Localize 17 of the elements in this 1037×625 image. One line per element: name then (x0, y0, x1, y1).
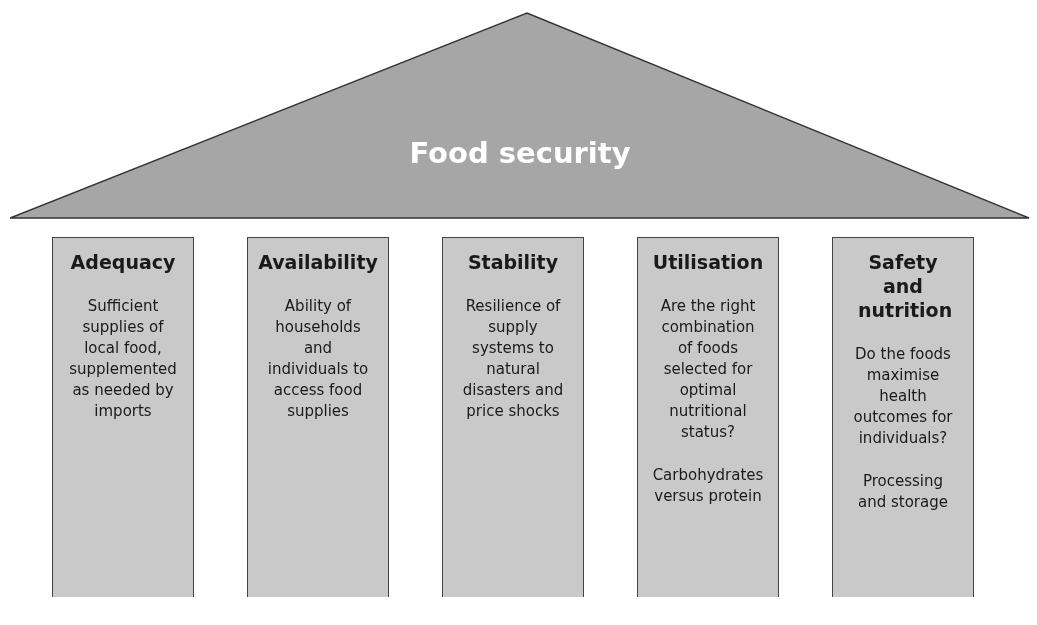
pillar-heading: Stability (466, 250, 560, 274)
pillar-heading: Availability (257, 250, 379, 274)
pillar (832, 237, 974, 597)
pillar-description: Ability of households and individuals to access food supplies (266, 296, 370, 422)
pillar-heading: Utilisation (651, 250, 765, 274)
pillar-description: Resilience of supply systems to natural disasters and price shocks (461, 296, 565, 422)
pillar (442, 237, 584, 597)
pillar-heading: Adequacy (69, 250, 177, 274)
pillar (247, 237, 389, 597)
pillar (637, 237, 779, 597)
pillar-description: Are the right combination of foods selected for optimal nutritional status? (659, 296, 757, 443)
pillar-description: Sufficient supplies of local food, supplemented as needed by imports (68, 296, 178, 422)
pillar (52, 237, 194, 597)
roof-title: Food security (409, 136, 631, 170)
pillar-description: Carbohydrates versus protein (652, 465, 764, 507)
pillar-description: Do the foods maximise health outcomes for individuals? (852, 344, 954, 449)
pillar-description: Processing and storage (857, 471, 949, 513)
